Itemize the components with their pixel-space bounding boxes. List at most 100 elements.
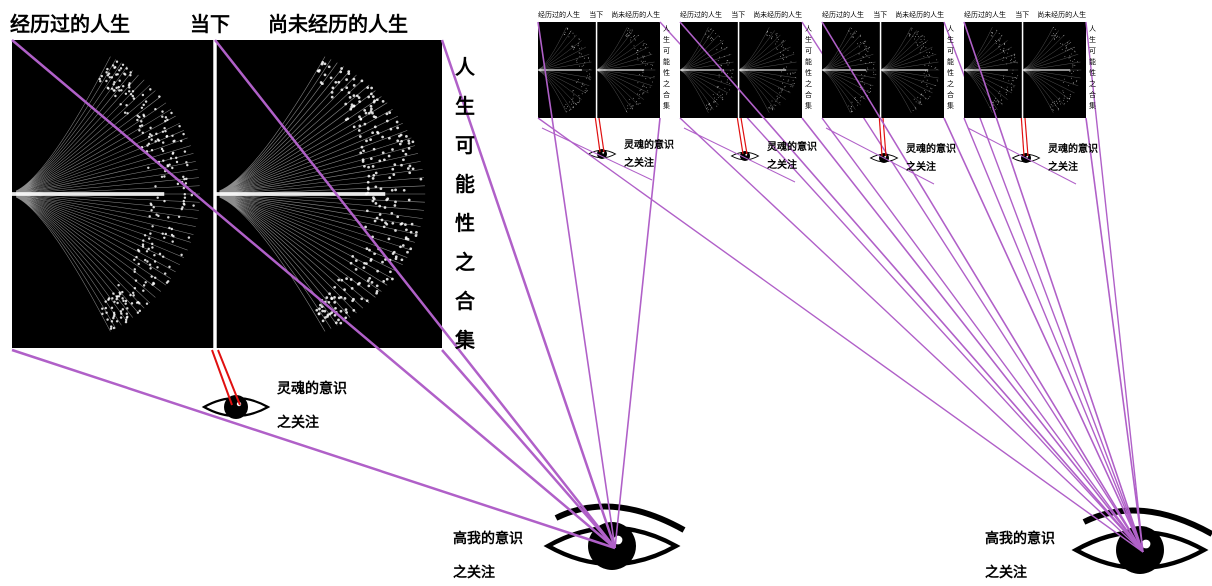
vertical-char: 合 [663,91,670,99]
vertical-char: 之 [663,80,670,88]
mini-panel-2-past-pattern [680,27,735,113]
vertical-char: 之 [805,80,812,88]
mini-panel-2-future-label: 尚未经历的人生 [753,11,803,19]
mini-panel-2-sight-bottom-right [801,117,1144,553]
mini-panel-1-vertical-label: 人生可能性之合集 [663,24,670,112]
sight-line-main-present [214,39,616,549]
vertical-char: 集 [805,102,812,110]
vertical-char: 合 [1089,91,1096,99]
mini-panel-4-future-label: 尚未经历的人生 [1037,11,1087,19]
present-label: 当下 [190,12,230,36]
vertical-char: 性 [805,69,812,77]
mini-panel-1-present-label: 当下 [589,11,604,19]
mini-panel-3-soul-eye-highlight [884,155,887,158]
vertical-char: 可 [1089,47,1096,55]
vertical-char: 可 [805,47,812,55]
mini-panel-4-sight-bottom-left [963,117,1144,553]
vertical-char: 人 [1089,25,1096,33]
mini-panel-2-soul-label-line2: 之关注 [767,160,797,171]
vertical-char: 人 [805,25,812,33]
mini-panel-1-soul-label-line1: 灵魂的意识 [624,140,674,151]
mini-panel-4-past-label: 经历过的人生 [964,11,1006,19]
mini-panel-4-soul-label-line1: 灵魂的意识 [1048,144,1098,155]
sight-line-main-bottom-right [441,349,616,549]
mini-panel-3-sight-bottom-left [821,117,1144,553]
vertical-char: 性 [947,69,954,77]
soul-eye-pupil [224,395,248,419]
mini-panel-2-sight-top-left [679,21,1144,553]
mini-panel-1-inner-sight [541,127,653,181]
vertical-char: 之 [947,80,954,88]
mini-panel-2 [680,22,802,118]
vertical-char: 能 [1089,58,1096,66]
mini-panel-2-inner-sight [683,127,796,183]
higher-self-eye-1-brow [554,503,686,533]
sight-line-main-top-right [440,39,617,549]
mini-panel-3-past-label: 经历过的人生 [822,11,864,19]
vertical-char: 能 [947,58,954,66]
vertical-char: 之 [455,250,475,274]
vertical-char: 性 [1089,69,1096,77]
vertical-char: 人 [947,25,954,33]
mini-panel-3-future-label: 尚未经历的人生 [895,11,945,19]
mini-panel-1-soul-line-b [598,117,605,153]
mini-panel-3-present-label: 当下 [873,11,888,19]
mini-panel-1-past-label: 经历过的人生 [538,11,580,19]
vertical-char: 可 [663,47,670,55]
soul-sight-line-left [211,349,233,406]
vertical-char: 性 [663,69,670,77]
main-panel-past-pattern [12,56,200,332]
mini-panel-2-soul-line-a [736,117,744,155]
vertical-char: 可 [947,47,954,55]
vertical-char: 集 [455,328,475,352]
mini-panel-3-soul-label-line1: 灵魂的意识 [906,144,956,155]
mini-panel-4-present-label: 当下 [1015,11,1030,19]
main-panel [12,40,442,348]
soul-attention-label-line1: 灵魂的意识 [277,381,347,397]
mini-panel-4-sight-top-left [963,21,1144,553]
mini-panel-2-soul-eye-highlight [745,153,748,156]
higher-self-eye-2-highlight [1141,539,1151,549]
mini-panel-1-sight-bottom-right [614,117,661,549]
mini-panel-2-soul-label-line1: 灵魂的意识 [767,142,817,153]
mini-panel-3-soul-line-a [878,117,883,157]
mini-panel-2-sight-bottom-left [679,117,1144,553]
mini-panel-3-sight-top-left [821,21,1144,553]
mini-panel-4-soul-label-line2: 之关注 [1048,162,1078,173]
vertical-char: 集 [663,102,670,110]
mini-panel-4-sight-bottom-right [1085,117,1144,553]
mini-panel-4-sight-top-right [1085,21,1144,553]
possibility-set-vertical-label: 人生可能性之合集 [455,48,475,360]
mini-panel-2-vertical-label: 人生可能性之合集 [805,24,812,112]
higher-self-label-2-line2: 之关注 [985,565,1027,581]
mini-panel-1-soul-label-line2: 之关注 [624,158,654,169]
higher-self-label-1-line2: 之关注 [453,565,495,581]
vertical-char: 人 [663,25,670,33]
sight-line-main-bottom-left [11,348,616,550]
higher-self-eye-2 [1071,507,1212,574]
mini-panel-4-past-pattern [964,27,1019,113]
mini-panel-2-soul-eye [730,150,760,162]
future-life-label: 尚未经历的人生 [268,12,408,36]
vertical-char: 之 [1089,80,1096,88]
mini-panel-3-vertical-label: 人生可能性之合集 [947,24,954,112]
vertical-char: 人 [455,55,475,79]
vertical-char: 合 [455,289,475,313]
mini-panel-3-past-pattern [822,27,877,113]
vertical-char: 生 [805,36,812,44]
mini-panel-1-soul-eye-highlight [602,151,605,154]
mini-panel-3-inner-sight [825,127,935,185]
vertical-char: 生 [1089,36,1096,44]
mini-panel-4-soul-line-a [1020,117,1025,157]
mini-panel-2-past-label: 经历过的人生 [680,11,722,19]
main-panel-future-pattern [215,56,426,332]
vertical-char: 合 [947,91,954,99]
mini-panel-1-sight-bottom-left [537,117,1144,553]
vertical-char: 能 [455,172,475,196]
vertical-char: 生 [947,36,954,44]
sight-line-main-top-left [11,39,616,549]
mini-panel-1-future-label: 尚未经历的人生 [611,11,661,19]
past-life-label: 经历过的人生 [10,12,130,36]
mini-panel-1 [538,22,660,118]
higher-self-label-1-line1: 高我的意识 [453,531,523,547]
